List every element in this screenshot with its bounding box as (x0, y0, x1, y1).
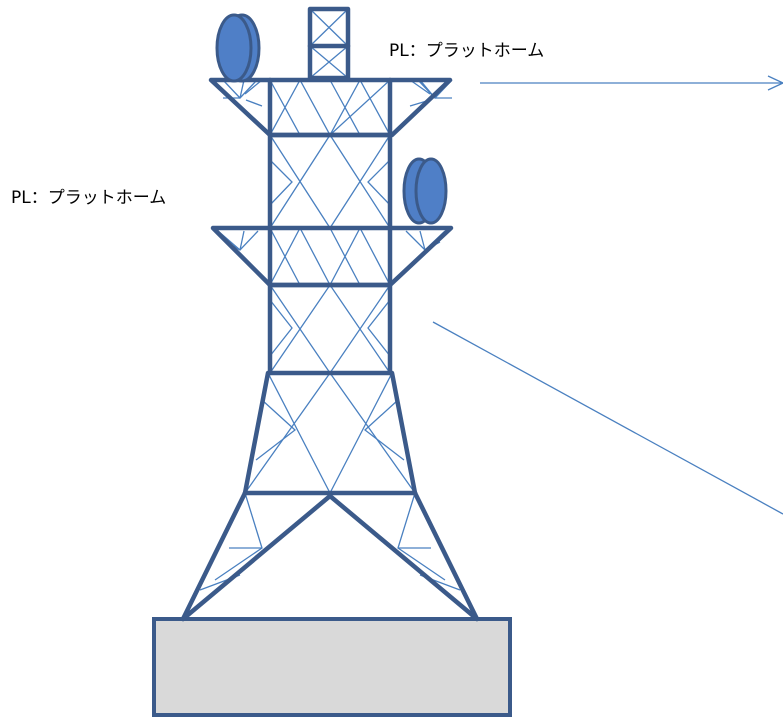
dish-antenna-icon (402, 157, 448, 225)
platform-label-top: PL：プラットホーム (389, 41, 545, 61)
platform-label-left: PL：プラットホーム (11, 188, 167, 208)
leader-lines (432, 75, 783, 515)
dish-antenna-icon (215, 13, 261, 83)
tower-frame (180, 6, 480, 622)
leader-line-diagonal (432, 321, 783, 515)
foundation-block (152, 617, 512, 717)
arrow-right-icon (767, 75, 783, 91)
